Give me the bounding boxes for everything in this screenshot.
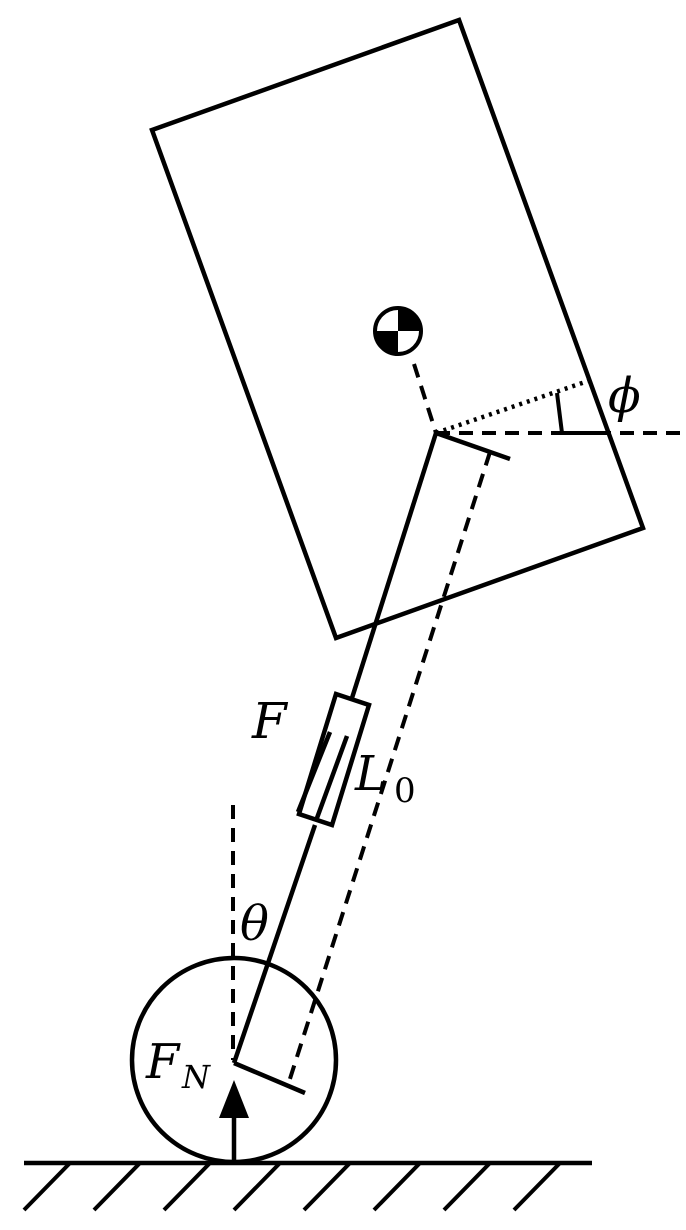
rest-length-label-main: L [354, 746, 387, 802]
normal-force-label-sub: N [181, 1058, 211, 1096]
body-axis-line [435, 378, 589, 436]
foot-tick [233, 1060, 306, 1096]
rest-length-label-sub: 0 [394, 771, 416, 811]
hip-tick [435, 430, 511, 462]
ground-hatching [22, 1161, 562, 1212]
com-to-hip-line [412, 363, 438, 434]
rest-length-line [286, 451, 492, 1086]
body-rectangle [149, 17, 646, 641]
leg-angle-label: θ [240, 896, 269, 952]
normal-force-label-main: F [145, 1034, 181, 1090]
normal-force-label: F N [145, 1034, 211, 1096]
rest-length-label: L 0 [354, 746, 416, 811]
normal-force-arrow [219, 1080, 249, 1163]
body-pitch-label: ϕ [608, 368, 641, 424]
lower-leg [231, 824, 318, 1064]
center-of-mass-marker [373, 306, 423, 356]
actuator-rod-outer [295, 731, 333, 813]
ground [22, 1160, 592, 1212]
pitch-angle-mark [555, 392, 610, 435]
upper-leg [349, 432, 439, 699]
actuator-rod-inner [314, 735, 350, 819]
force-label: F [251, 692, 289, 750]
